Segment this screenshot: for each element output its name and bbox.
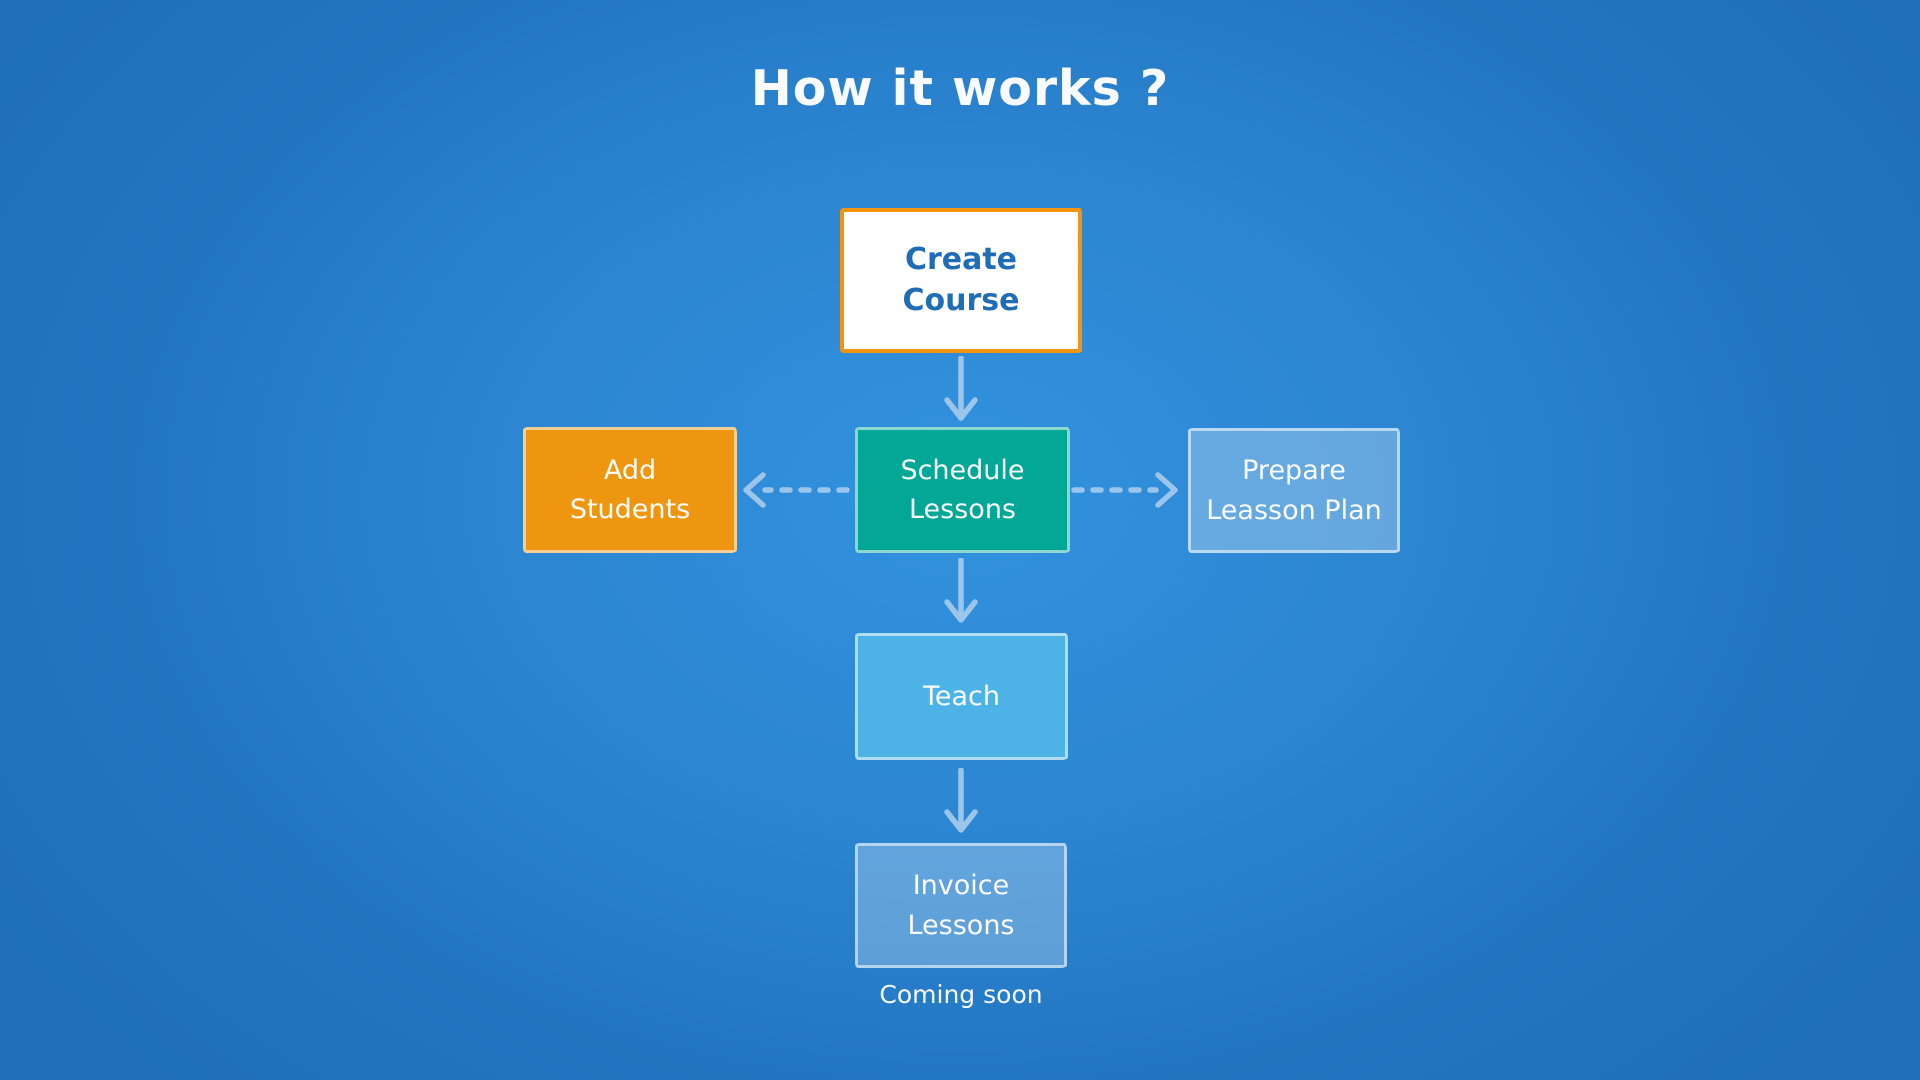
dashed-arrow-left-icon (741, 468, 851, 512)
arrow-down-icon (939, 356, 983, 422)
arrow-down-icon (939, 768, 983, 834)
node-schedule-lessons: Schedule Lessons (855, 427, 1070, 553)
dashed-arrow-right-icon (1070, 468, 1180, 512)
node-create-course: Create Course (840, 208, 1082, 353)
page-title: How it works ? (750, 60, 1170, 117)
node-prepare-lesson-plan: Prepare Leasson Plan (1188, 428, 1400, 553)
node-add-students: Add Students (523, 427, 737, 553)
node-teach: Teach (855, 633, 1068, 760)
arrow-down-icon (939, 558, 983, 624)
node-invoice-lessons: Invoice Lessons (855, 843, 1067, 968)
coming-soon-note: Coming soon (879, 980, 1043, 1009)
